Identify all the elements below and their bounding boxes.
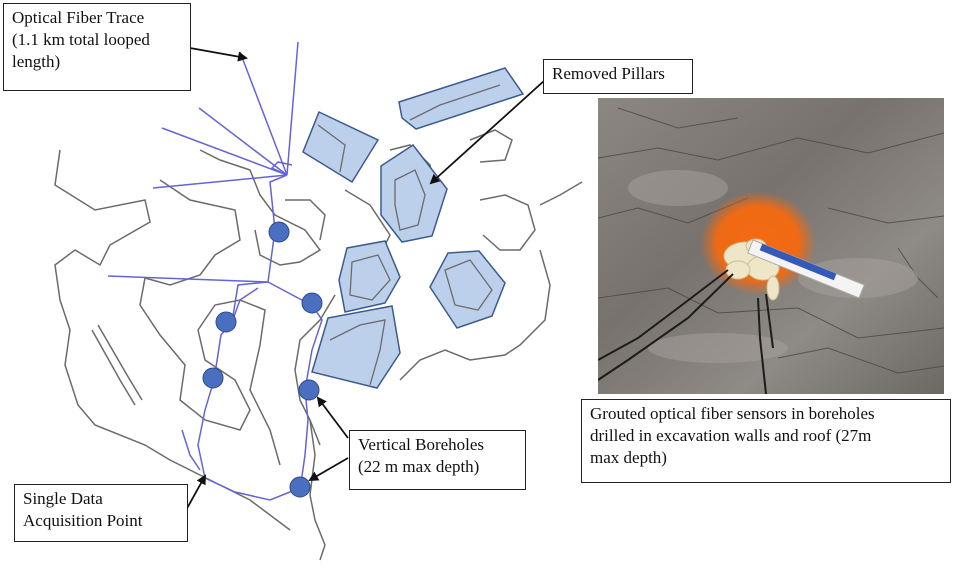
borehole-3 bbox=[215, 311, 237, 333]
grouted-sensor-photo bbox=[598, 98, 944, 394]
pillar-inner-traces bbox=[317, 84, 501, 386]
pillar-1 bbox=[302, 110, 380, 184]
optical-fiber-trace bbox=[107, 41, 323, 501]
callout-arrows bbox=[184, 47, 546, 513]
pillar-4 bbox=[338, 240, 401, 313]
vertical-boreholes bbox=[202, 221, 323, 498]
borehole-4 bbox=[202, 367, 224, 389]
borehole-arrow-lower bbox=[308, 457, 349, 482]
borehole-6 bbox=[289, 476, 311, 498]
borehole-1 bbox=[268, 221, 290, 243]
fiber-arrow bbox=[189, 47, 248, 62]
borehole-arrow-upper bbox=[316, 396, 349, 439]
removed-pillars bbox=[302, 67, 525, 389]
pillar-6 bbox=[311, 305, 401, 389]
pillars-arrow bbox=[429, 79, 546, 185]
borehole-5 bbox=[298, 379, 320, 401]
pillar-3 bbox=[380, 143, 448, 243]
borehole-2 bbox=[301, 292, 323, 314]
pillar-5 bbox=[429, 250, 506, 329]
rock-wall-image bbox=[598, 98, 944, 394]
vertical-boreholes-label: Vertical Boreholes (22 m max depth) bbox=[349, 430, 526, 490]
removed-pillars-label: Removed Pillars bbox=[543, 59, 693, 94]
photo-caption: Grouted optical fiber sensors in borehol… bbox=[581, 399, 951, 483]
data-acquisition-label: Single Data Acquisition Point bbox=[14, 484, 188, 542]
acquisition-arrow bbox=[184, 474, 206, 513]
fiber-trace-label: Optical Fiber Trace (1.1 km total looped… bbox=[3, 3, 191, 91]
